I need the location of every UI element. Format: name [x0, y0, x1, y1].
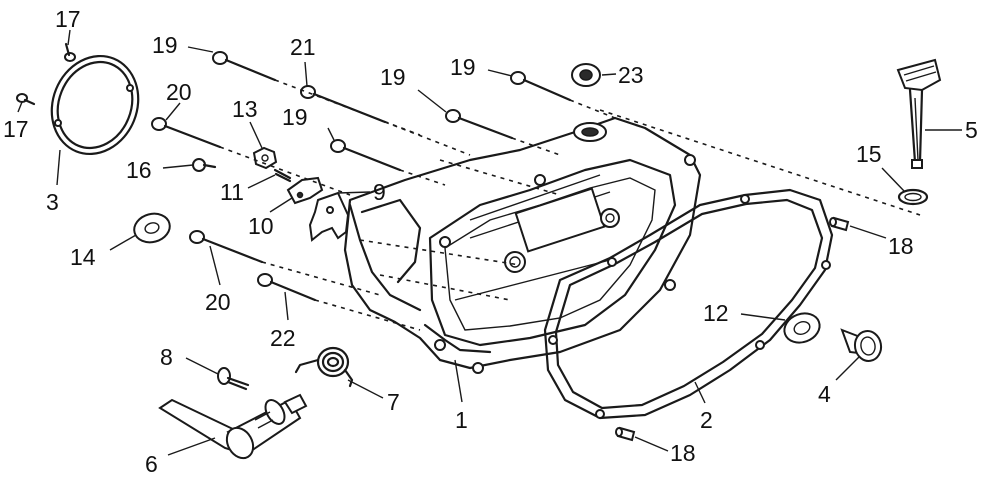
pin — [273, 168, 292, 183]
short-bolt — [192, 158, 217, 172]
callout-9: 9 — [373, 179, 386, 205]
callout-16: 16 — [126, 157, 152, 183]
callout-7: 7 — [387, 389, 400, 415]
cam-plate — [286, 176, 324, 205]
long-bolt-19-mid — [330, 139, 402, 172]
oil-seal — [571, 63, 601, 87]
callout-5: 5 — [965, 117, 978, 143]
callout-21: 21 — [290, 34, 316, 60]
o-ring — [897, 188, 929, 206]
long-bolt-21 — [300, 85, 387, 124]
callout-23: 23 — [618, 62, 644, 88]
screw-top — [64, 42, 76, 62]
small-bolt — [217, 367, 250, 391]
long-bolt-19-right — [510, 71, 572, 102]
callout-13: 13 — [232, 96, 258, 122]
callout-12: 12 — [703, 300, 729, 326]
callout-10: 10 — [248, 213, 274, 239]
callout-19-center: 19 — [380, 64, 406, 90]
dowel-pin-bottom — [615, 426, 636, 442]
callout-6: 6 — [145, 451, 158, 477]
callout-17-left: 17 — [3, 116, 29, 142]
shaft-with-arm — [158, 393, 308, 460]
callout-20-top: 20 — [166, 79, 192, 105]
oil-dipstick — [896, 58, 942, 169]
assembly-lines — [219, 79, 921, 331]
callout-4: 4 — [818, 381, 831, 407]
round-gasket-ring — [50, 54, 140, 156]
callout-3: 3 — [46, 189, 59, 215]
callout-11: 11 — [220, 179, 244, 205]
long-bolt-20-bottom — [189, 230, 264, 264]
hex-nut — [252, 146, 278, 170]
washer — [133, 212, 171, 244]
large-washer — [783, 312, 821, 344]
torsion-spring — [294, 346, 354, 388]
long-bolt-19-left — [212, 51, 277, 82]
callout-19-left: 19 — [152, 32, 178, 58]
dowel-pin-right — [829, 216, 850, 232]
callout-19-mid: 19 — [282, 104, 308, 130]
leader-lines — [17, 29, 962, 456]
callout-labels: 1 2 3 4 5 6 7 8 9 10 11 12 13 14 15 16 1… — [3, 6, 978, 477]
plate-bracket — [308, 191, 350, 242]
callout-8: 8 — [160, 344, 173, 370]
callout-18-right: 18 — [888, 233, 914, 259]
callout-14: 14 — [70, 244, 96, 270]
callout-18-bottom: 18 — [670, 440, 696, 466]
bushing — [840, 328, 883, 362]
cover-gasket — [543, 188, 834, 420]
long-bolt-20-top — [151, 117, 222, 149]
callout-1: 1 — [455, 407, 468, 433]
crankcase-cover — [343, 116, 702, 374]
callout-2: 2 — [700, 407, 713, 433]
long-bolt-19-center — [445, 109, 514, 140]
callout-15: 15 — [856, 141, 882, 167]
screw-left — [16, 93, 36, 106]
callout-17-top: 17 — [55, 6, 81, 32]
long-bolt-22 — [257, 273, 317, 302]
callout-20-bottom: 20 — [205, 289, 231, 315]
callout-22: 22 — [270, 325, 296, 351]
callout-19-right: 19 — [450, 54, 476, 80]
